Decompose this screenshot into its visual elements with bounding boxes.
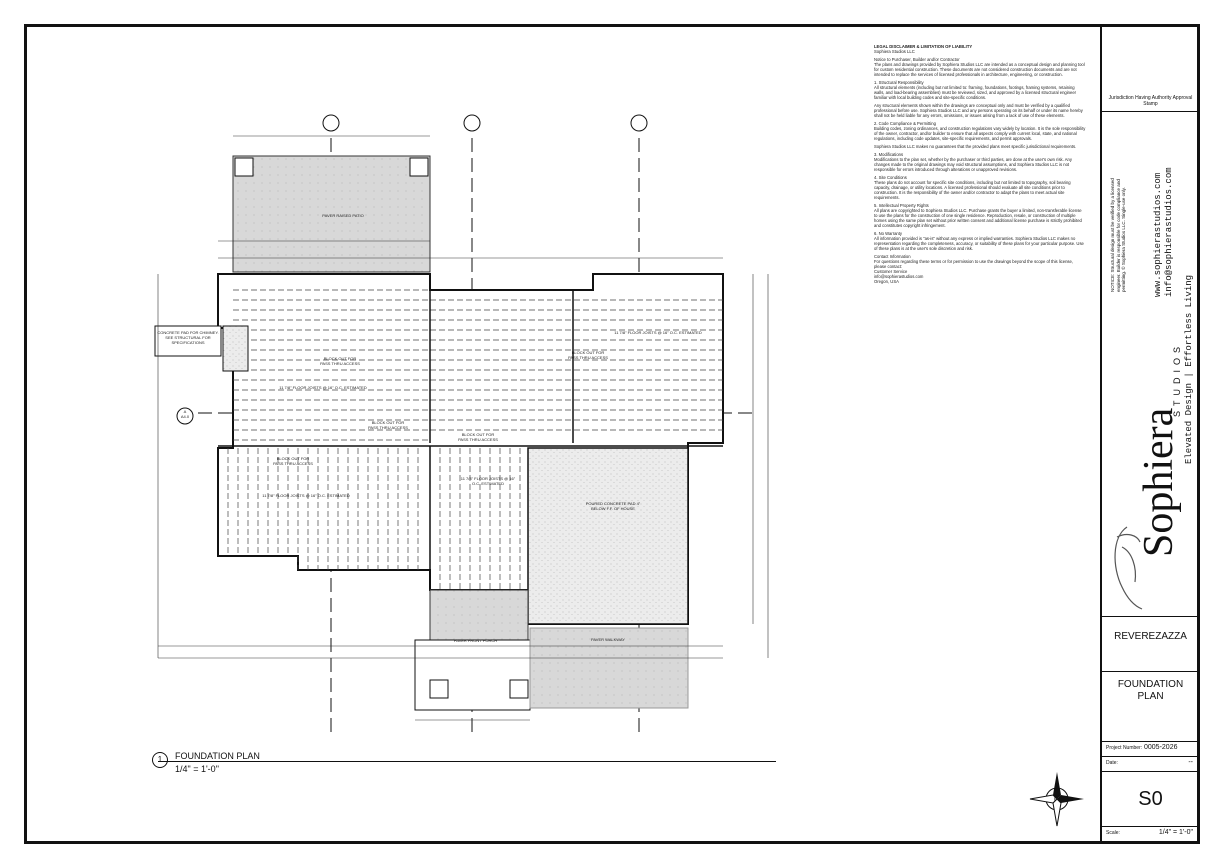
- drawing-title: FOUNDATION PLAN: [175, 751, 260, 761]
- notes-p2: All structural elements (including but n…: [874, 85, 1077, 100]
- date-label: Date:: [1106, 760, 1118, 766]
- website-text: www.sophierastudios.com: [1153, 172, 1163, 297]
- notes-p6-title: 3. Modifications: [874, 152, 904, 157]
- notes-heading: LEGAL DISCLAIMER & LIMITATION OF LIABILI…: [874, 44, 973, 49]
- sheet-title: FOUNDATION PLAN: [1117, 679, 1184, 702]
- notes-p10b: Customer Service: [874, 269, 908, 274]
- notes-p9: All information provided is "as-is" with…: [874, 236, 1084, 251]
- sheet-number: S0: [1138, 788, 1163, 810]
- joist-label-4: 11 7/8" FLOOR JOISTS @ 16" O.C. ESTIMATE…: [460, 476, 516, 486]
- notes-p1: The plans and drawings provided by Sophi…: [874, 62, 1085, 77]
- scale-cell: Scale: 1/4" = 1'-0": [1102, 827, 1199, 841]
- joist-label-3: 11 7/8" FLOOR JOISTS @ 16" O.C. ESTIMATE…: [262, 493, 350, 498]
- notes-p8-title: 5. Intellectual Property Rights: [874, 203, 929, 208]
- compass-letter: N: [1053, 793, 1061, 803]
- notes-p10-title: Contact Information: [874, 254, 911, 259]
- sheet-border: [24, 24, 1200, 844]
- paver-patio: [232, 155, 431, 273]
- notes-p4: Building codes, zoning ordinances, and c…: [874, 126, 1086, 141]
- notes-p10: For questions regarding these terms or f…: [874, 259, 1074, 269]
- sheet-title-cell: FOUNDATION PLAN: [1102, 672, 1199, 742]
- section-mark: A: [183, 409, 187, 414]
- horse-logo-icon: [1114, 526, 1143, 610]
- joists-upper: [233, 289, 723, 441]
- notice-text: NOTICE: Structural design must be verifi…: [1110, 178, 1126, 292]
- brand-sub: STUDIOS: [1172, 341, 1182, 417]
- notes-p3: Any structural elements shown within the…: [874, 103, 1083, 118]
- legal-notes: LEGAL DISCLAIMER & LIMITATION OF LIABILI…: [874, 44, 1086, 287]
- tagline: Elevated Design | Effortless Living: [1184, 274, 1194, 464]
- front-walk-label: PAVER WALKWAY: [591, 637, 625, 642]
- blockout-label-5: BLOCK OUT FOR PASS THRU ACCESS: [273, 456, 313, 466]
- sheet-number-cell: S0: [1102, 772, 1199, 827]
- project-number-cell: Project Number: 0005-2026: [1102, 742, 1199, 757]
- project-number-label: Project Number:: [1106, 745, 1143, 751]
- beams: [218, 290, 723, 447]
- notes-p10d: Oregon, USA: [874, 279, 899, 284]
- notes-p6: Modifications to the plan set, whether b…: [874, 157, 1072, 172]
- approval-stamp-cell: Jurisdiction Having Authority Approval S…: [1102, 27, 1199, 112]
- drawing-number: 1: [152, 752, 168, 768]
- garage-pad-label: POURED CONCRETE PAD 4" BELOW F.F. OF HOU…: [585, 501, 641, 511]
- blockout-label-1: BLOCK OUT FOR PASS THRU ACCESS: [320, 356, 360, 366]
- grid-bubbles: [176, 114, 648, 425]
- notes-p1-title: Notice to Purchaser, Builder and/or Cont…: [874, 57, 960, 62]
- project-number: 0005-2026: [1144, 744, 1178, 751]
- scale-value: 1/4" = 1'-0": [1158, 829, 1193, 836]
- joist-label-2: 11 7/8" FLOOR JOISTS @ 16" O.C. ESTIMATE…: [614, 330, 702, 335]
- project-name: REVEREZAZZA: [1114, 631, 1187, 642]
- dimension-lines: [157, 135, 769, 721]
- porch-label: PAVER FRONT PORCH: [453, 638, 498, 643]
- caption-rule: [158, 761, 776, 762]
- brand-cell: NOTICE: Structural design must be verifi…: [1102, 112, 1199, 617]
- approval-stamp-label: Jurisdiction Having Authority Approval S…: [1108, 95, 1193, 107]
- north-arrow-icon: [1029, 772, 1084, 827]
- front-walk: [529, 627, 689, 709]
- notes-p10c: info@sophierastudios.com: [874, 274, 924, 279]
- chimney-label: CONCRETE PAD FOR CHIMNEY. SEE STRUCTURAL…: [157, 330, 219, 345]
- drawing-scale: 1/4" = 1'-0": [175, 764, 219, 774]
- notes-p8: All plans are copyrighted to Sophiera St…: [874, 208, 1082, 228]
- section-sheet: A4.0: [180, 414, 190, 419]
- foundation-plan-drawing: [154, 114, 769, 738]
- title-block: Jurisdiction Having Authority Approval S…: [1100, 27, 1199, 841]
- chimney-callout-box: [154, 325, 222, 357]
- notes-p2-title: 1. Structural Responsibility: [874, 80, 924, 85]
- porch-paver: [429, 589, 529, 641]
- notes-p9-title: 6. No Warranty: [874, 231, 903, 236]
- notes-p5: Sophiera Studios LLC makes no guarantees…: [874, 144, 1077, 149]
- plan-area: PAVER RAISED PATIO CONCRETE PAD FOR CHIM…: [28, 28, 1098, 840]
- notes-p4-title: 2. Code Compliance & Permitting: [874, 121, 936, 126]
- project-name-cell: REVEREZAZZA: [1102, 617, 1199, 672]
- blockout-label-2: BLOCK OUT FOR PASS THRU ACCESS: [568, 350, 608, 360]
- porch-stoop: [414, 639, 531, 711]
- garage-slab: [527, 447, 689, 625]
- scale-label: Scale:: [1106, 830, 1120, 836]
- notes-p7: These plans do not account for specific …: [874, 180, 1071, 200]
- email-text: info@sophierastudios.com: [1164, 167, 1174, 297]
- joist-label-1: 11 7/8" FLOOR JOISTS @ 16" O.C. ESTIMATE…: [279, 385, 367, 390]
- notes-company: Sophiera Studios LLC: [874, 49, 915, 54]
- blockout-label-4: BLOCK OUT FOR PASS THRU ACCESS: [458, 432, 498, 442]
- date-value: --: [1188, 759, 1193, 766]
- blockout-label-3: BLOCK OUT FOR PASS THRU ACCESS: [368, 420, 408, 430]
- date-cell: Date: --: [1102, 757, 1199, 772]
- chimney-pad: [222, 325, 249, 372]
- notes-p7-title: 4. Site Conditions: [874, 175, 907, 180]
- joists-lower: [227, 448, 521, 590]
- patio-label: PAVER RAISED PATIO: [322, 213, 364, 218]
